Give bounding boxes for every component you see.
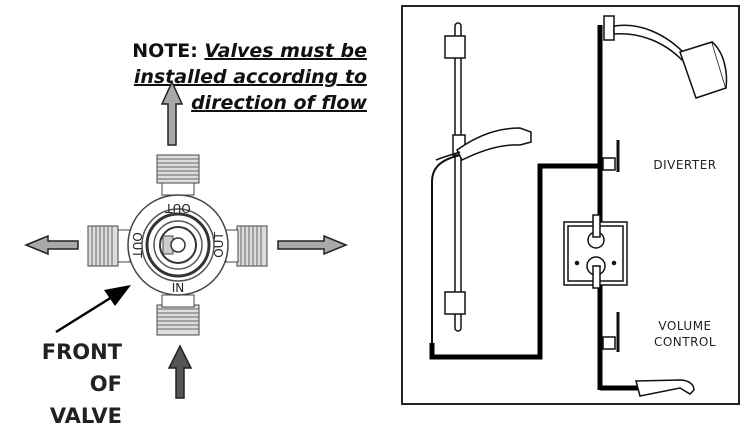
arrow-left-icon [24, 234, 79, 256]
hand-shower [431, 127, 532, 343]
port-top-label: OUT [165, 201, 191, 215]
diverter-label: DIVERTER [653, 158, 717, 172]
arrow-right-icon [277, 234, 348, 256]
port-right [225, 225, 268, 267]
port-left-label: OUT [130, 232, 144, 258]
port-top [156, 154, 200, 196]
front-of-valve-label: FRONT OF VALVE [41, 340, 122, 428]
port-bottom-label: IN [172, 281, 185, 295]
port-right-label: OUT [212, 232, 226, 258]
arrow-up-icon [160, 80, 184, 146]
shower-system-diagram [401, 5, 740, 405]
diagram-canvas: OUT IN OUT OUT [24, 5, 740, 405]
volume-control-label: VOLUME CONTROL [653, 319, 717, 349]
valve-diagram: OUT IN OUT OUT [24, 80, 348, 399]
arrow-in-icon [167, 344, 193, 399]
port-bottom [156, 294, 200, 336]
flow-direction-note: NOTE: Valves must be installed according… [132, 38, 367, 116]
valve-trim-plate [563, 214, 628, 289]
diverter-valve [602, 140, 620, 172]
note-line-1: Valves must be [204, 40, 367, 62]
pipes [429, 25, 640, 391]
slide-bar [444, 22, 466, 332]
port-left [87, 225, 131, 267]
note-line-3: direction of flow [191, 92, 367, 114]
volume-control-valve [602, 312, 620, 352]
note-line-2: installed according to [133, 66, 367, 88]
note-prefix: NOTE: [132, 40, 198, 62]
shower-head [603, 15, 728, 99]
pointer-arrow-icon [104, 285, 131, 306]
tub-spout [635, 379, 695, 397]
